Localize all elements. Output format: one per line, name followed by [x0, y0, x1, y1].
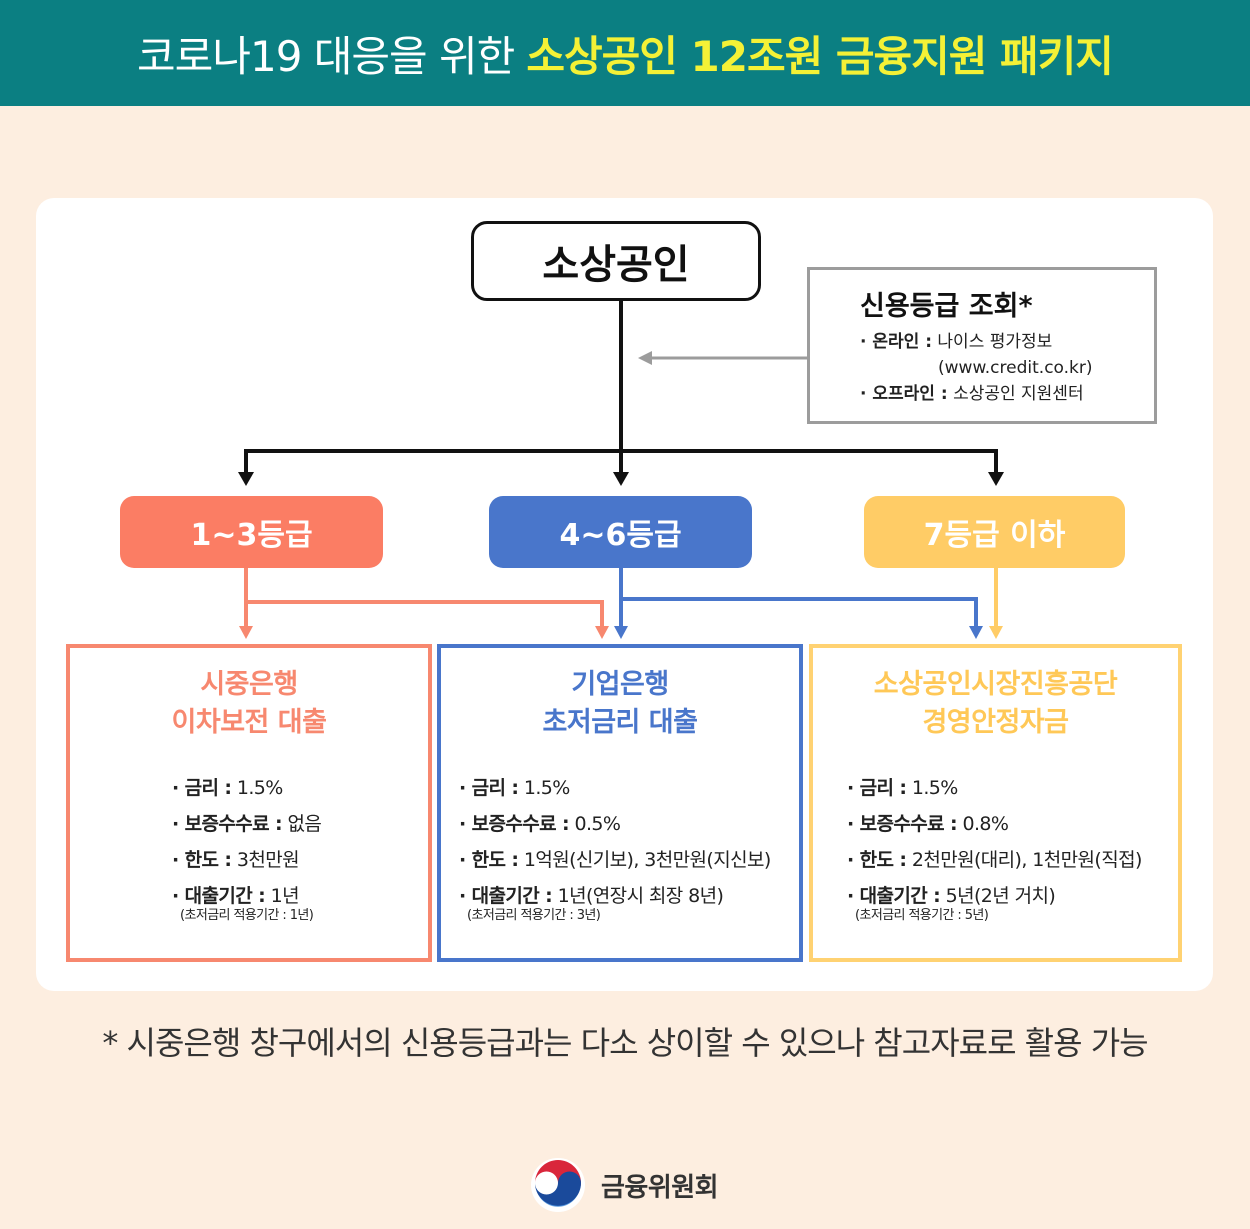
program-title-line2: 초저금리 대출 [542, 707, 698, 738]
credit-online-url: (www.credit.co.kr) [938, 358, 1093, 378]
period-label: · 대출기간 : [172, 885, 266, 907]
blue-arrow-mid [614, 626, 628, 639]
program-details: · 금리 : 1.5% · 보증수수료 : 0.8% · 한도 : 2천만원(대… [847, 770, 1142, 924]
grade-box-4-6: 4~6등급 [489, 496, 752, 568]
fee-row: · 보증수수료 : 0.5% [459, 806, 771, 842]
program-title-line2: 이차보전 대출 [171, 707, 327, 738]
limit-value: 3천만원 [236, 849, 300, 871]
period-value: 5년(2년 거치) [945, 885, 1056, 907]
header-title-plain: 코로나19 대응을 위한 [137, 31, 515, 81]
fee-row: · 보증수수료 : 0.8% [847, 806, 1142, 842]
program-title-line1: 시중은행 [200, 669, 298, 700]
period-note: (초저금리 적용기간 : 1년) [180, 908, 314, 923]
arrow-grade3 [988, 472, 1004, 486]
coral-arrow-left [239, 626, 253, 639]
period-label: · 대출기간 : [847, 885, 941, 907]
limit-row: · 한도 : 3천만원 [172, 842, 321, 878]
program-box-semas: 소상공인시장진흥공단 경영안정자금 · 금리 : 1.5% · 보증수수료 : … [809, 644, 1182, 962]
rate-row: · 금리 : 1.5% [172, 770, 321, 806]
limit-value: 2천만원(대리), 1천만원(직접) [911, 849, 1143, 871]
arrow-grade2 [613, 472, 629, 486]
root-node-box: 소상공인 [471, 221, 761, 301]
rate-label: · 금리 : [847, 777, 907, 799]
fee-value: 0.5% [574, 813, 621, 835]
program-box-ibk: 기업은행 초저금리 대출 · 금리 : 1.5% · 보증수수료 : 0.5% … [437, 644, 803, 962]
period-label: · 대출기간 : [459, 885, 553, 907]
header-banner: 코로나19 대응을 위한 소상공인 12조원 금융지원 패키지 [0, 0, 1250, 106]
credit-offline-line: · 오프라인 : 소상공인 지원센터 [860, 381, 1154, 407]
rate-row: · 금리 : 1.5% [847, 770, 1142, 806]
limit-label: · 한도 : [847, 849, 907, 871]
blue-arrow-right [969, 626, 983, 639]
period-note: (초저금리 적용기간 : 5년) [855, 908, 989, 923]
rate-value: 1.5% [236, 777, 283, 799]
credit-offline-value: 소상공인 지원센터 [953, 384, 1084, 404]
program-title-line2: 경영안정자금 [922, 707, 1069, 738]
fee-row: · 보증수수료 : 없음 [172, 806, 322, 842]
fee-label: · 보증수수료 : [459, 813, 570, 835]
fee-value: 0.8% [962, 813, 1009, 835]
rate-value: 1.5% [911, 777, 958, 799]
program-details: · 금리 : 1.5% · 보증수수료 : 없음 · 한도 : 3천만원 · 대… [172, 770, 322, 924]
period-row: · 대출기간 : 5년(2년 거치) [847, 878, 1142, 914]
program-title: 소상공인시장진흥공단 경영안정자금 [813, 666, 1178, 742]
rate-row: · 금리 : 1.5% [459, 770, 771, 806]
credit-online-value: 나이스 평가정보 [937, 332, 1053, 352]
logo-text: 금융위원회 [601, 1172, 719, 1203]
grade-box-1-3: 1~3등급 [120, 496, 383, 568]
program-title-line1: 소상공인시장진흥공단 [873, 669, 1118, 700]
rate-label: · 금리 : [459, 777, 519, 799]
program-details: · 금리 : 1.5% · 보증수수료 : 0.5% · 한도 : 1억원(신기… [459, 770, 771, 924]
credit-online-line: · 온라인 : 나이스 평가정보 [860, 329, 1154, 355]
limit-label: · 한도 : [172, 849, 232, 871]
fee-value: 없음 [287, 813, 322, 835]
credit-offline-label: · 오프라인 : [860, 384, 948, 404]
period-row: · 대출기간 : 1년(연장시 최장 8년) [459, 878, 771, 914]
footnote: * 시중은행 창구에서의 신용등급과는 다소 상이할 수 있으나 참고자료로 활… [102, 1024, 1148, 1062]
limit-label: · 한도 : [459, 849, 519, 871]
grade-box-7-below: 7등급 이하 [864, 496, 1125, 568]
program-box-commercial-bank: 시중은행 이차보전 대출 · 금리 : 1.5% · 보증수수료 : 없음 · … [66, 644, 432, 962]
fee-label: · 보증수수료 : [172, 813, 283, 835]
credit-check-box: 신용등급 조회* · 온라인 : 나이스 평가정보 (www.credit.co… [807, 267, 1157, 424]
program-title: 기업은행 초저금리 대출 [441, 666, 799, 742]
rate-value: 1.5% [523, 777, 570, 799]
arrow-grade1 [238, 472, 254, 486]
period-value: 1년 [270, 885, 300, 907]
period-row: · 대출기간 : 1년 [172, 878, 321, 914]
taegeuk-emblem-icon [531, 1158, 585, 1212]
program-title: 시중은행 이차보전 대출 [70, 666, 428, 742]
yellow-arrow-right [989, 626, 1003, 639]
coral-arrow-mid [595, 626, 609, 639]
limit-row: · 한도 : 2천만원(대리), 1천만원(직접) [847, 842, 1142, 878]
rate-label: · 금리 : [172, 777, 232, 799]
fee-label: · 보증수수료 : [847, 813, 958, 835]
fsc-logo: 금융위원회 [529, 1156, 719, 1214]
program-title-line1: 기업은행 [571, 669, 669, 700]
limit-row: · 한도 : 1억원(신기보), 3천만원(지신보) [459, 842, 771, 878]
period-value: 1년(연장시 최장 8년) [557, 885, 724, 907]
credit-link-arrow [638, 351, 652, 365]
period-note: (초저금리 적용기간 : 3년) [467, 908, 601, 923]
limit-value: 1억원(신기보), 3천만원(지신보) [523, 849, 771, 871]
credit-check-title: 신용등급 조회* [860, 291, 1033, 322]
credit-online-label: · 온라인 : [860, 332, 933, 352]
header-title-highlight: 소상공인 12조원 금융지원 패키지 [526, 31, 1114, 81]
